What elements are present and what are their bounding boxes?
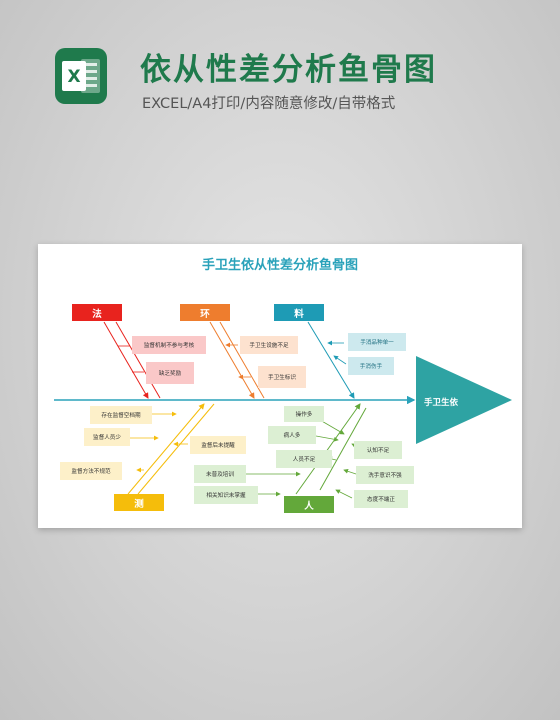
- cause-huan-2: 手卫生标识: [258, 366, 306, 388]
- cause-ren-mid-3: 人员不足: [276, 450, 332, 468]
- cause-ce-2: 监督人员少: [84, 428, 130, 446]
- cause-ren-mid-1: 操作多: [284, 406, 324, 422]
- fish-head-label: 手卫生依: [424, 398, 459, 408]
- fish-head: [416, 356, 512, 444]
- excel-logo-letter: X: [67, 67, 80, 87]
- category-ren: 人: [284, 496, 334, 513]
- cause-fa-1: 监督机制不参与考核: [132, 336, 206, 354]
- category-fa: 法: [72, 304, 122, 321]
- branch-fa: [103, 321, 149, 399]
- cause-liao-2: 手消伤手: [348, 357, 394, 375]
- branch-ce: [127, 403, 205, 495]
- cause-liao-1: 手消品种单一: [348, 333, 406, 351]
- twig-liao-2: [333, 355, 347, 365]
- cause-ce-1: 存在监督空档期: [90, 406, 152, 424]
- category-ce: 测: [114, 494, 164, 511]
- cause-ren-right-2: 洗手意识不强: [356, 466, 414, 484]
- twig-ren-right-3: [335, 489, 353, 499]
- category-liao: 料: [274, 304, 324, 321]
- cause-ce-4: 监督后未提醒: [190, 436, 246, 454]
- branch-ce-2: [137, 403, 215, 495]
- twig-ren-mid-2: [315, 435, 339, 442]
- cause-ren-right-3: 态度不端正: [354, 490, 408, 508]
- branch-liao: [307, 321, 355, 399]
- branch-ren-b: [319, 407, 367, 491]
- cause-ren-left-1: 未普及培训: [194, 465, 246, 483]
- page-subtitle: EXCEL/A4打印/内容随意修改/自带格式: [142, 96, 396, 112]
- category-huan: 环: [180, 304, 230, 321]
- twig-ren-mid-1: [319, 419, 345, 435]
- cause-ren-left-2: 相关知识未掌握: [194, 486, 258, 504]
- branch-fa-2: [115, 321, 161, 399]
- branch-ren-a: [295, 403, 361, 495]
- cause-ren-right-1: 认知不足: [354, 441, 402, 459]
- branch-huan: [209, 321, 255, 399]
- twig-ren-right-2: [343, 468, 357, 475]
- cause-ren-mid-2: 病人多: [268, 426, 316, 444]
- cause-huan-1: 手卫生设施不足: [240, 336, 298, 354]
- branch-huan-2: [219, 321, 265, 399]
- diagram-title: 手卫生依从性差分析鱼骨图: [201, 258, 358, 273]
- cause-fa-2: 缺乏奖励: [146, 362, 194, 384]
- excel-logo-icon: X: [55, 48, 107, 104]
- cause-ce-3: 监督方法不规范: [60, 462, 122, 480]
- fishbone-lines: [54, 321, 512, 499]
- page-title: 依从性差分析鱼骨图: [140, 52, 437, 88]
- fishbone-sheet: 手卫生依从性差分析鱼骨图: [38, 244, 522, 528]
